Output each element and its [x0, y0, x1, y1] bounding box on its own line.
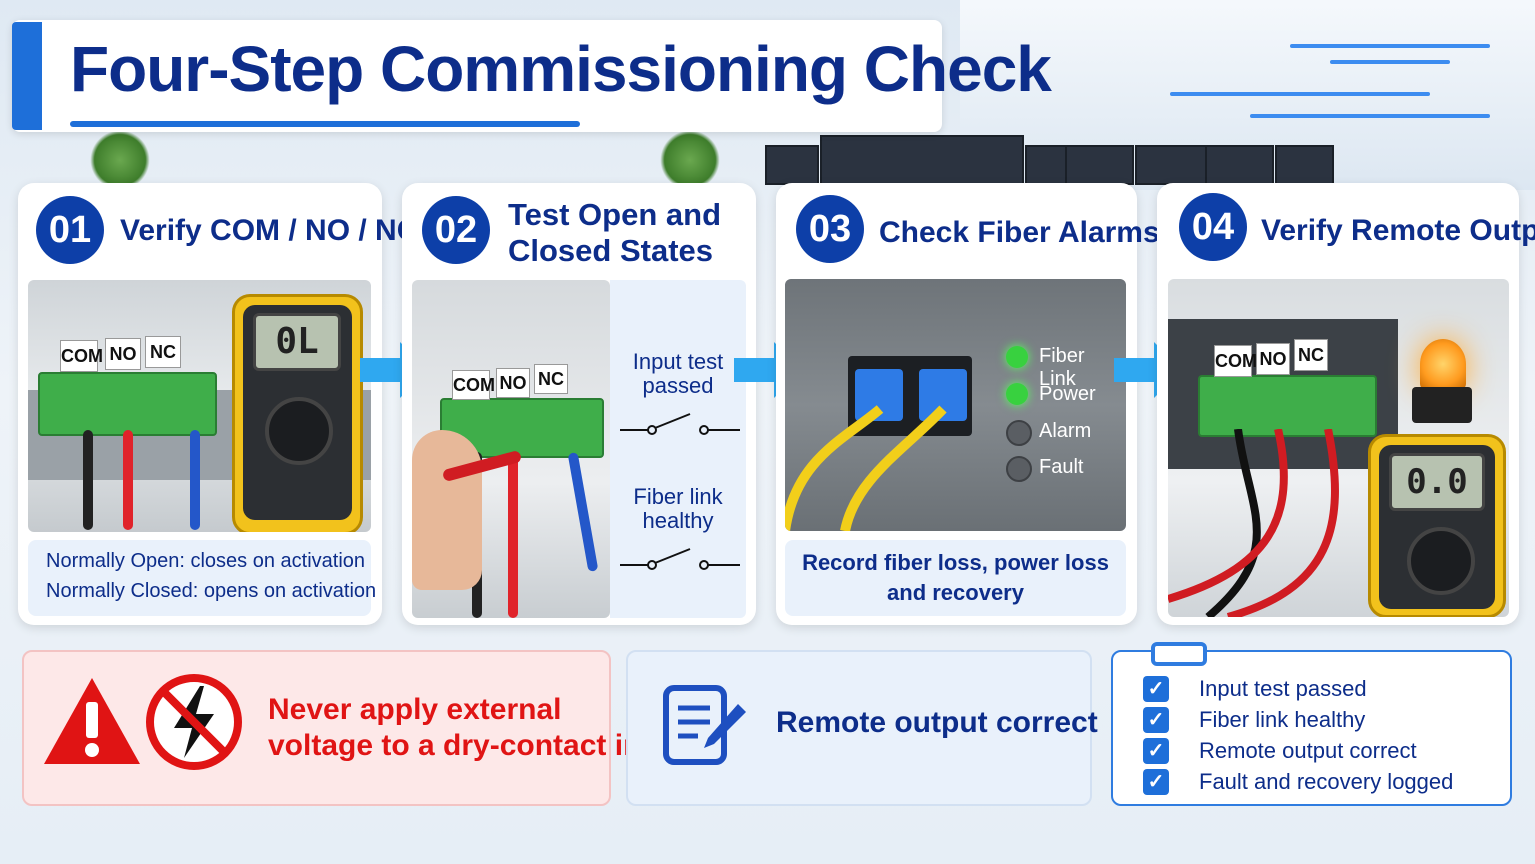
- led-label-power: Power: [1039, 383, 1096, 405]
- terminal-label-com: COM: [1214, 345, 1257, 377]
- step-title-2-line-1: Test Open and: [508, 197, 722, 232]
- checkbox-checked[interactable]: ✓: [1143, 738, 1169, 764]
- step-card-2: 02 Test Open and Closed States COM NO NC…: [402, 183, 756, 625]
- caption-line-1: Normally Open: closes on activation: [46, 550, 366, 572]
- terminal-label-no: NO: [496, 368, 530, 398]
- checkbox-checked[interactable]: ✓: [1143, 707, 1169, 733]
- led-alarm: [1006, 420, 1032, 446]
- warning-triangle-icon: [44, 678, 140, 764]
- hand: [412, 430, 482, 590]
- led-fault: [1006, 456, 1032, 482]
- multimeter: 0L: [232, 294, 363, 532]
- checklist-item: Fiber link healthy: [1199, 707, 1366, 732]
- warning-line-2: voltage to a dry-contact input: [268, 729, 689, 762]
- wire-black: [83, 430, 93, 530]
- warning-panel: Never apply external voltage to a dry-co…: [22, 650, 688, 806]
- terminal-label-no: NO: [105, 338, 141, 370]
- terminal-block: [1198, 375, 1377, 437]
- checklist-panel: ✓ Input test passed ✓ Fiber link healthy…: [1111, 642, 1512, 806]
- clipboard-clip-icon: [1151, 642, 1207, 666]
- fiber-link-label: Fiber link healthy: [633, 484, 723, 533]
- title-accent-bar: [12, 22, 42, 130]
- led-label-alarm: Alarm: [1039, 420, 1092, 442]
- beacon-light-icon: [1420, 339, 1466, 389]
- background-monitors: [765, 135, 1345, 187]
- caption-line-1: Record fiber loss, power loss: [802, 550, 1109, 575]
- terminal-label-com: COM: [60, 340, 103, 372]
- step-4-photo: COM NO NC 0.0: [1168, 279, 1509, 617]
- step-number-2: 02: [422, 196, 490, 264]
- wire-blue: [567, 452, 599, 572]
- caption-line-2: and recovery: [887, 580, 1024, 605]
- step-1-caption: Normally Open: closes on activation Norm…: [28, 540, 376, 616]
- led-power: [1006, 383, 1028, 405]
- closed-switch-icon: [620, 548, 740, 570]
- warning-line-1: Never apply external: [268, 693, 562, 726]
- step-card-3: 03 Check Fiber Alarms Fiber Link Power A…: [776, 183, 1160, 625]
- caption-line-2: Normally Closed: opens on activation: [46, 580, 377, 602]
- background-plant: [660, 130, 720, 190]
- step-title-2-line-2: Closed States: [508, 233, 714, 268]
- meter-display: 0L: [253, 313, 341, 371]
- step-title-1: Verify COM / NO / NC: [120, 214, 419, 247]
- terminal-label-nc: NC: [534, 364, 568, 394]
- checkbox-checked[interactable]: ✓: [1143, 676, 1169, 702]
- wire-blue: [190, 430, 200, 530]
- checklist-item: Input test passed: [1199, 676, 1367, 701]
- multimeter: 0.0: [1368, 434, 1506, 617]
- led-label-fiber-link: Fiber Link: [1039, 345, 1085, 390]
- title-panel: [12, 20, 942, 132]
- step-title-4: Verify Remote Output: [1261, 214, 1535, 247]
- terminal-label-nc: NC: [145, 336, 181, 368]
- checkbox-checked[interactable]: ✓: [1143, 769, 1169, 795]
- input-test-label: Input test passed: [632, 349, 724, 398]
- open-switch-icon: [620, 413, 740, 435]
- terminal-label-com: COM: [452, 370, 495, 400]
- meter-display: 0.0: [1389, 453, 1485, 511]
- background-plant: [90, 130, 150, 190]
- wire-red: [123, 430, 133, 530]
- step-number-1: 01: [36, 196, 104, 264]
- checklist-pen-icon: [663, 685, 746, 765]
- decorative-lines: [1130, 44, 1510, 124]
- step-1-photo: COM NO NC 0L: [28, 280, 371, 532]
- checklist-item: Fault and recovery logged: [1199, 769, 1454, 794]
- step-title-3: Check Fiber Alarms: [879, 216, 1160, 249]
- no-voltage-icon: [146, 674, 242, 770]
- title-underline: [70, 121, 580, 127]
- checklist-item: Remote output correct: [1199, 738, 1417, 763]
- switch-states-panel: Input test passed Fiber link healthy: [610, 280, 746, 618]
- terminal-label-no: NO: [1256, 343, 1290, 375]
- step-3-caption: Record fiber loss, power loss and recove…: [785, 540, 1126, 616]
- step-number-4: 04: [1179, 193, 1247, 261]
- meter-dial: [265, 397, 333, 465]
- fiber-cables: [785, 405, 947, 531]
- step-2-photo: COM NO NC: [412, 280, 610, 618]
- terminal-block: [38, 372, 217, 436]
- beacon-base: [1412, 387, 1472, 423]
- step-number-3: 03: [796, 195, 864, 263]
- led-fiber-link: [1006, 346, 1028, 368]
- step-card-4: 04 Verify Remote Output COM NO NC 0.0: [1157, 183, 1535, 625]
- status-panel: Remote output correct: [626, 650, 1098, 806]
- test-leads: [1168, 429, 1339, 617]
- status-text: Remote output correct: [776, 706, 1098, 739]
- meter-dial: [1407, 527, 1475, 595]
- step-3-photo: Fiber Link Power Alarm Fault: [785, 279, 1126, 531]
- page-title: Four-Step Commissioning Check: [70, 33, 1052, 105]
- step-card-1: 01 Verify COM / NO / NC COM NO NC 0L Nor…: [18, 183, 418, 625]
- wire-red: [508, 452, 518, 618]
- terminal-label-nc: NC: [1294, 339, 1328, 371]
- led-label-fault: Fault: [1039, 456, 1084, 478]
